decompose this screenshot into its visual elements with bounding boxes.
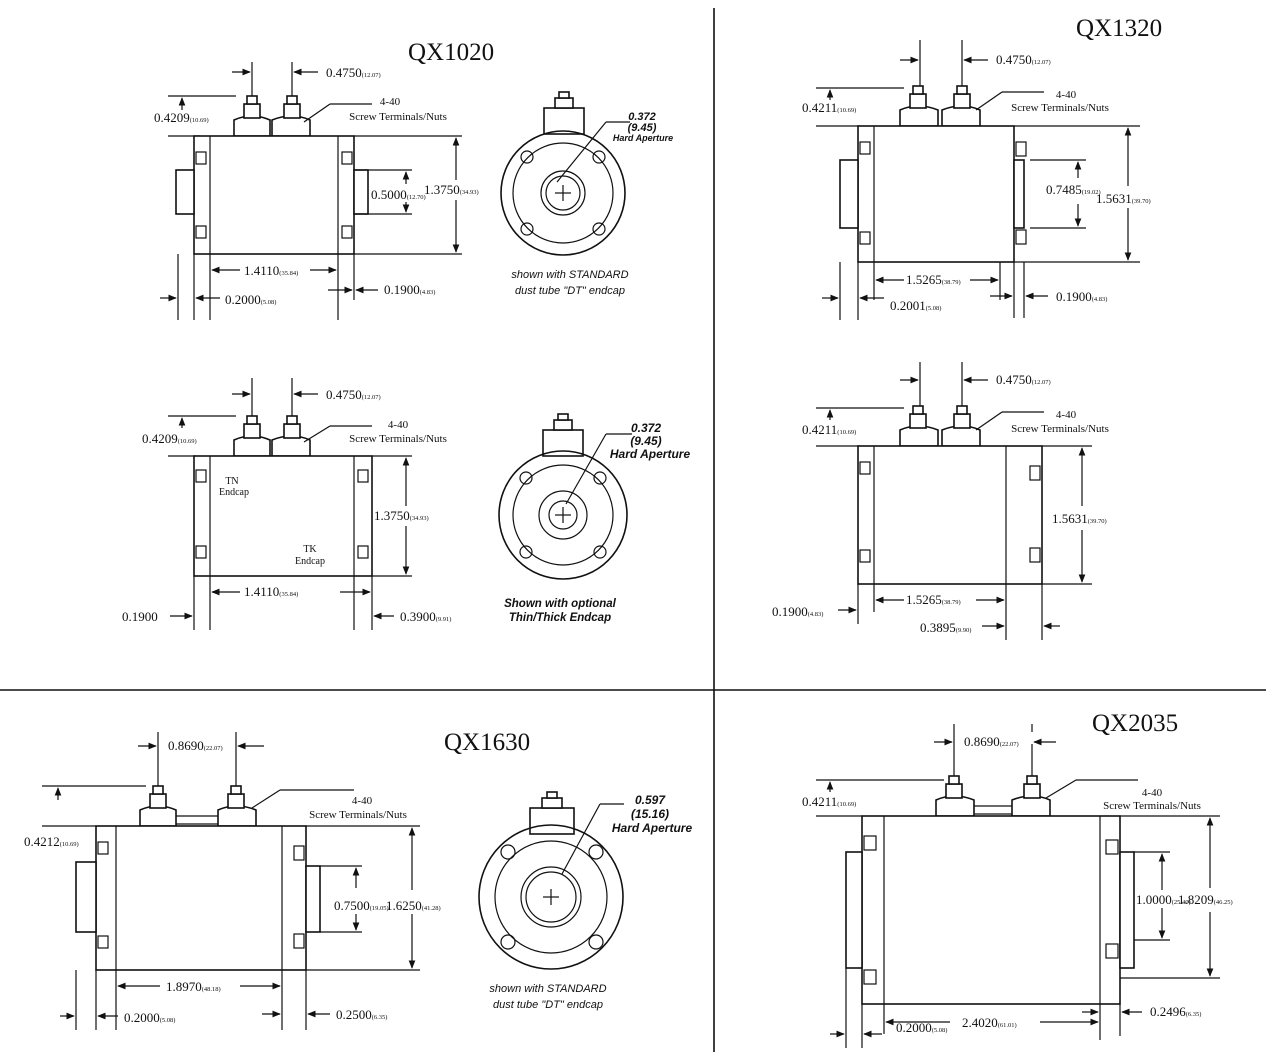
svg-text:Screw Terminals/Nuts: Screw Terminals/Nuts xyxy=(1011,102,1109,114)
qx1020-length: 1.4110(35.84) xyxy=(244,263,298,278)
svg-text:1.5265(38.79): 1.5265(38.79) xyxy=(906,272,961,287)
svg-text:0.8690(22.07): 0.8690(22.07) xyxy=(964,734,1019,749)
svg-text:Thin/Thick Endcap: Thin/Thick Endcap xyxy=(509,612,611,624)
svg-text:0.4750(12.07): 0.4750(12.07) xyxy=(996,372,1051,387)
qx1020-thin-side-view: 0.4750(12.07) 0.4209(10.69) 4-40 Screw T… xyxy=(122,378,451,630)
svg-text:0.8690(22.07): 0.8690(22.07) xyxy=(168,738,223,753)
svg-text:TK: TK xyxy=(303,544,317,555)
svg-text:1.6250(41.28): 1.6250(41.28) xyxy=(386,898,441,913)
svg-text:0.4209(10.69): 0.4209(10.69) xyxy=(142,431,197,446)
qx1320-title: QX1320 xyxy=(1076,15,1162,42)
svg-text:dust tube "DT" endcap: dust tube "DT" endcap xyxy=(493,999,603,1011)
svg-text:Screw Terminals/Nuts: Screw Terminals/Nuts xyxy=(349,111,447,123)
qx1020-side-view: QX1020 0.4750(12.07) 0.4209(10.69) 4-40 … xyxy=(154,39,494,320)
svg-text:Hard Aperture: Hard Aperture xyxy=(610,447,691,461)
svg-text:4-40: 4-40 xyxy=(352,795,373,807)
svg-text:Screw Terminals/Nuts: Screw Terminals/Nuts xyxy=(1103,800,1201,812)
svg-text:0.2000(5.08): 0.2000(5.08) xyxy=(896,1020,947,1035)
svg-text:dust tube "DT" endcap: dust tube "DT" endcap xyxy=(515,285,625,297)
qx1020-title: QX1020 xyxy=(408,39,494,66)
svg-text:4-40: 4-40 xyxy=(380,96,401,108)
svg-text:0.3900(9.91): 0.3900(9.91) xyxy=(400,609,451,624)
svg-text:4-40: 4-40 xyxy=(1142,787,1163,799)
qx1320-thin-side-view: 0.4750(12.07) 0.4211(10.69) 4-40 Screw T… xyxy=(772,362,1109,640)
qx1020-height: 0.4209(10.69) xyxy=(154,110,209,125)
qx1020-body xyxy=(193,135,355,255)
qx1020-note: shown with STANDARD xyxy=(511,269,628,281)
svg-text:0.2000(5.08): 0.2000(5.08) xyxy=(124,1010,175,1025)
svg-text:1.5631(39.70): 1.5631(39.70) xyxy=(1052,511,1107,526)
qx1020-right-cap: 0.1900(4.83) xyxy=(384,282,435,297)
qx1020-pitch: 0.4750(12.07) xyxy=(326,65,381,80)
svg-text:0.7485(19.02): 0.7485(19.02) xyxy=(1046,182,1101,197)
svg-text:Screw Terminals/Nuts: Screw Terminals/Nuts xyxy=(309,809,407,821)
qx1020-thin-end-view: 0.372 (9.45) Hard Aperture Shown with op… xyxy=(498,413,691,624)
qx1020-left-cap: 0.2000(5.08) xyxy=(225,292,276,307)
svg-text:TN: TN xyxy=(225,476,238,487)
svg-text:1.3750(34.93): 1.3750(34.93) xyxy=(374,508,429,523)
svg-text:Hard Aperture: Hard Aperture xyxy=(613,133,673,143)
svg-text:Shown with optional: Shown with optional xyxy=(504,598,617,610)
qx1020-aperture-value: 0.372 xyxy=(628,111,656,123)
svg-text:0.597: 0.597 xyxy=(635,793,666,807)
qx2035-side-view: QX2035 0.8690(22.07) 0.4211(10.69) 4-40 … xyxy=(802,710,1233,1048)
svg-text:0.4750(12.07): 0.4750(12.07) xyxy=(326,387,381,402)
svg-text:(15.16): (15.16) xyxy=(631,807,669,821)
qx2035-title: QX2035 xyxy=(1092,710,1178,737)
svg-text:0.1900(4.83): 0.1900(4.83) xyxy=(772,604,823,619)
svg-text:(9.45): (9.45) xyxy=(630,434,661,448)
qx1320-side-view: QX1320 0.4750(12.07) 0.4211(10.69) 4-40 … xyxy=(802,15,1162,320)
svg-text:0.2001(5.08): 0.2001(5.08) xyxy=(890,298,941,313)
svg-text:Hard Aperture: Hard Aperture xyxy=(612,821,693,835)
svg-text:1.0000(25.40): 1.0000(25.40) xyxy=(1136,892,1191,907)
svg-text:0.7500(19.05): 0.7500(19.05) xyxy=(334,898,389,913)
svg-text:4-40: 4-40 xyxy=(388,419,409,431)
qx1630-title: QX1630 xyxy=(444,729,530,756)
qx1020-inner: 0.5000(12.70) xyxy=(371,187,426,202)
svg-text:0.1900(4.83): 0.1900(4.83) xyxy=(1056,289,1107,304)
svg-text:Screw Terminals/Nuts: Screw Terminals/Nuts xyxy=(1011,423,1109,435)
qx1020-outer: 1.3750(34.93) xyxy=(424,182,479,197)
svg-text:4-40: 4-40 xyxy=(1056,89,1077,101)
svg-text:4-40: 4-40 xyxy=(1056,409,1077,421)
svg-text:2.4020(61.01): 2.4020(61.01) xyxy=(962,1015,1017,1030)
svg-text:(9.45): (9.45) xyxy=(628,122,657,134)
svg-text:1.8970(48.18): 1.8970(48.18) xyxy=(166,979,221,994)
svg-text:1.5265(38.79): 1.5265(38.79) xyxy=(906,592,961,607)
svg-text:0.4211(10.69): 0.4211(10.69) xyxy=(802,100,856,115)
qx1630-side-view: QX1630 0.8690(22.07) 0.4212(10.69) 4-40 … xyxy=(24,729,530,1030)
svg-text:0.2500(6.35): 0.2500(6.35) xyxy=(336,1007,387,1022)
svg-text:1.8209(46.25): 1.8209(46.25) xyxy=(1178,892,1233,907)
qx1630-end-view: 0.597 (15.16) Hard Aperture shown with S… xyxy=(478,791,693,1011)
svg-text:1.4110(35.84): 1.4110(35.84) xyxy=(244,584,298,599)
svg-text:0.3895(9.90): 0.3895(9.90) xyxy=(920,620,971,635)
svg-text:0.4212(10.69): 0.4212(10.69) xyxy=(24,834,79,849)
svg-text:0.4750(12.07): 0.4750(12.07) xyxy=(996,52,1051,67)
svg-text:0.372: 0.372 xyxy=(631,421,661,435)
svg-text:0.1900: 0.1900 xyxy=(122,609,158,624)
qx1020-end-view: 0.372 (9.45) Hard Aperture shown with ST… xyxy=(500,91,673,297)
svg-text:shown with STANDARD: shown with STANDARD xyxy=(489,983,606,995)
svg-text:1.5631(39.70): 1.5631(39.70) xyxy=(1096,191,1151,206)
svg-text:0.4211(10.69): 0.4211(10.69) xyxy=(802,794,856,809)
svg-text:Endcap: Endcap xyxy=(295,556,325,567)
svg-text:Screw Terminals/Nuts: Screw Terminals/Nuts xyxy=(349,433,447,445)
svg-text:0.2496(6.35): 0.2496(6.35) xyxy=(1150,1004,1201,1019)
svg-text:0.4211(10.69): 0.4211(10.69) xyxy=(802,422,856,437)
svg-text:Endcap: Endcap xyxy=(219,487,249,498)
